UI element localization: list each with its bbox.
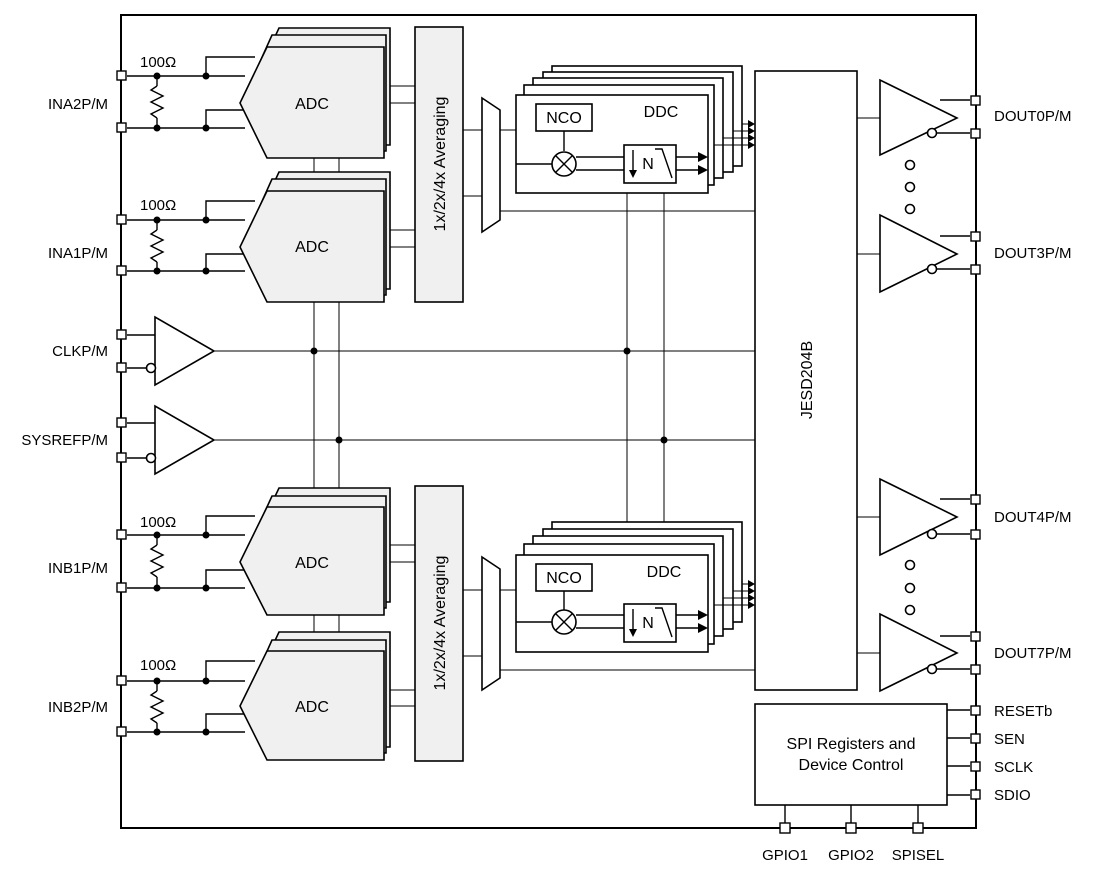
adc-inb1: ADC bbox=[239, 487, 391, 616]
clk-buffer bbox=[127, 315, 216, 387]
pin-dout7m bbox=[970, 664, 981, 675]
pin-ina2p bbox=[116, 70, 127, 81]
pin-spisel bbox=[912, 822, 924, 834]
pin-dout7p bbox=[970, 631, 981, 642]
output-driver-dout7 bbox=[879, 612, 970, 693]
input-channel-ina2 bbox=[127, 56, 255, 132]
pin-label-gpio1: GPIO1 bbox=[762, 847, 808, 864]
svg-text:ADC: ADC bbox=[295, 96, 329, 113]
spi-pin-wires bbox=[784, 709, 970, 823]
resistor-label-ina2: 100Ω bbox=[140, 54, 176, 71]
mux-top bbox=[481, 96, 501, 234]
svg-text:1x/2x/4x Averaging: 1x/2x/4x Averaging bbox=[432, 556, 449, 691]
resistor-label-inb1: 100Ω bbox=[140, 514, 176, 531]
pin-dout4m bbox=[970, 529, 981, 540]
pin-label-sen: SEN bbox=[994, 731, 1025, 748]
svg-text:ADC: ADC bbox=[295, 239, 329, 256]
svg-text:ADC: ADC bbox=[295, 699, 329, 716]
pin-dout0m bbox=[970, 128, 981, 139]
averaging-block-bottom: 1x/2x/4x Averaging bbox=[414, 485, 464, 762]
pin-resetb bbox=[970, 705, 981, 716]
pin-sdio bbox=[970, 789, 981, 800]
svg-text:N: N bbox=[642, 156, 654, 173]
input-channel-inb2 bbox=[127, 660, 255, 736]
input-channel-inb1 bbox=[127, 515, 255, 592]
adc-to-averaging-bottom bbox=[390, 544, 415, 707]
pin-sclk bbox=[970, 761, 981, 772]
averaging-to-mux-top bbox=[463, 129, 482, 197]
mux-outputs-top bbox=[500, 129, 755, 212]
adc-ina2: ADC bbox=[239, 27, 391, 159]
svg-text:Device Control: Device Control bbox=[799, 757, 904, 774]
pin-label-sdio: SDIO bbox=[994, 787, 1031, 804]
input-channel-ina1 bbox=[127, 200, 255, 275]
pin-dout3p bbox=[970, 231, 981, 242]
pin-sysrefp bbox=[116, 417, 127, 428]
pin-dout0p bbox=[970, 95, 981, 106]
ddc-to-jesd-top bbox=[714, 120, 755, 149]
sysref-buffer bbox=[127, 404, 216, 476]
ellipsis-dots-top bbox=[904, 159, 916, 215]
output-label-dout7: DOUT7P/M bbox=[994, 645, 1072, 662]
svg-text:ADC: ADC bbox=[295, 555, 329, 572]
adc-ina1: ADC bbox=[239, 171, 391, 303]
pin-label-gpio2: GPIO2 bbox=[828, 847, 874, 864]
pin-dout3m bbox=[970, 264, 981, 275]
ddc-stack-top: NCO DDC N bbox=[515, 65, 743, 194]
pin-ina1m bbox=[116, 265, 127, 276]
input-label-inb1: INB1P/M bbox=[48, 560, 108, 577]
pin-label-spisel: SPISEL bbox=[892, 847, 945, 864]
input-label-clk: CLKP/M bbox=[52, 343, 108, 360]
output-driver-dout0 bbox=[879, 78, 970, 157]
input-label-inb2: INB2P/M bbox=[48, 699, 108, 716]
pin-inb1p bbox=[116, 529, 127, 540]
pin-ina2m bbox=[116, 122, 127, 133]
svg-text:SPI Registers and: SPI Registers and bbox=[787, 736, 916, 753]
svg-text:NCO: NCO bbox=[546, 570, 582, 587]
input-label-ina2: INA2P/M bbox=[48, 96, 108, 113]
output-driver-dout4 bbox=[879, 477, 970, 557]
adc-to-averaging-top bbox=[390, 85, 415, 248]
ellipsis-dots-bottom bbox=[904, 559, 916, 616]
ddc-to-jesd-bottom bbox=[714, 580, 755, 609]
input-label-sysref: SYSREFP/M bbox=[21, 432, 108, 449]
pin-clkp bbox=[116, 329, 127, 340]
pin-dout4p bbox=[970, 494, 981, 505]
pin-inb1m bbox=[116, 582, 127, 593]
jesd204b-block: JESD204B bbox=[754, 70, 858, 691]
svg-text:NCO: NCO bbox=[546, 110, 582, 127]
output-driver-dout3 bbox=[879, 213, 970, 294]
pin-gpio2 bbox=[845, 822, 857, 834]
clk-sysref-lines bbox=[215, 347, 755, 444]
pin-ina1p bbox=[116, 214, 127, 225]
output-label-dout3: DOUT3P/M bbox=[994, 245, 1072, 262]
mux-outputs-bottom bbox=[500, 589, 755, 671]
mux-bottom bbox=[481, 555, 501, 692]
svg-text:DDC: DDC bbox=[644, 104, 679, 121]
resistor-label-inb2: 100Ω bbox=[140, 657, 176, 674]
svg-text:DDC: DDC bbox=[647, 564, 682, 581]
pin-label-resetb: RESETb bbox=[994, 703, 1052, 720]
svg-text:N: N bbox=[642, 615, 654, 632]
svg-text:JESD204B: JESD204B bbox=[799, 341, 816, 419]
output-label-dout4: DOUT4P/M bbox=[994, 509, 1072, 526]
output-label-dout0: DOUT0P/M bbox=[994, 108, 1072, 125]
pin-gpio1 bbox=[779, 822, 791, 834]
svg-text:1x/2x/4x Averaging: 1x/2x/4x Averaging bbox=[432, 97, 449, 232]
pin-sysrefm bbox=[116, 452, 127, 463]
resistor-label-ina1: 100Ω bbox=[140, 197, 176, 214]
averaging-to-mux-bottom bbox=[463, 589, 482, 657]
pin-inb2p bbox=[116, 675, 127, 686]
pin-clkm bbox=[116, 362, 127, 373]
ddc-stack-bottom: NCO DDC N bbox=[515, 521, 743, 653]
jesd-to-drivers bbox=[857, 117, 880, 654]
adc-inb2: ADC bbox=[239, 631, 391, 761]
averaging-block-top: 1x/2x/4x Averaging bbox=[414, 26, 464, 303]
pin-label-sclk: SCLK bbox=[994, 759, 1033, 776]
input-label-ina1: INA1P/M bbox=[48, 245, 108, 262]
spi-control-block: SPI Registers and Device Control bbox=[754, 703, 948, 806]
pin-sen bbox=[970, 733, 981, 744]
pin-inb2m bbox=[116, 726, 127, 737]
